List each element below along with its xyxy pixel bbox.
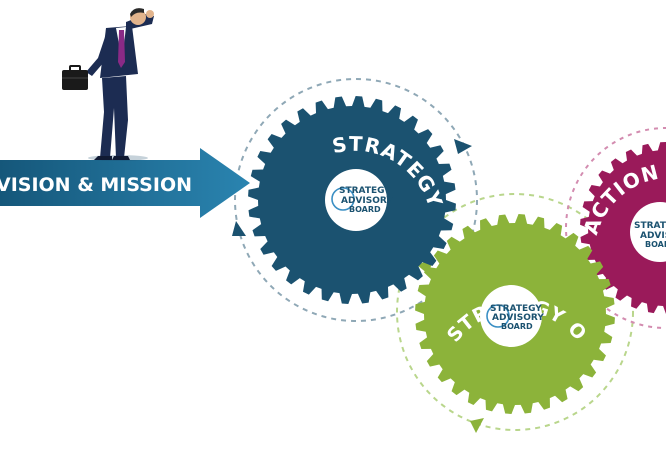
action-logo-line1: STRATEGY xyxy=(634,221,666,231)
briefcase-icon xyxy=(62,65,88,90)
strategy-logo-line3: BOARD xyxy=(349,205,381,214)
orbit-arrowhead-icon xyxy=(470,418,484,433)
objectives-logo: STRATEGY ADVISORY BOARD xyxy=(486,304,544,331)
strategy-gear: STRATEGY STRATEGY ADVISORY BOARD xyxy=(248,96,456,304)
objectives-logo-line1: STRATEGY xyxy=(490,304,542,314)
strategy-orbit-ring xyxy=(232,78,478,322)
orbit-arrowhead-icon xyxy=(232,221,246,236)
globe-icon xyxy=(331,187,355,211)
action-logo-line2: ADVISORY xyxy=(640,231,666,241)
action-gear: ACTION STRATEGY ADVISORY BOARD xyxy=(579,142,666,314)
vision-mission-arrow: VISION & MISSION xyxy=(0,148,250,218)
strategy-logo: STRATEGY ADVISORY BOARD xyxy=(331,186,393,214)
action-logo-line3: BOARD xyxy=(645,240,666,249)
strategy-logo-line1: STRATEGY xyxy=(339,186,391,196)
orbit-arrowhead-icon xyxy=(454,139,472,154)
strategy-logo-line2: ADVISORY xyxy=(341,196,393,206)
globe-icon xyxy=(486,304,510,328)
objectives-logo-line3: BOARD xyxy=(501,322,533,331)
businessman-figure xyxy=(62,8,154,161)
objectives-logo-line2: ADVISORY xyxy=(492,313,544,323)
vision-mission-label: VISION & MISSION xyxy=(0,174,192,196)
